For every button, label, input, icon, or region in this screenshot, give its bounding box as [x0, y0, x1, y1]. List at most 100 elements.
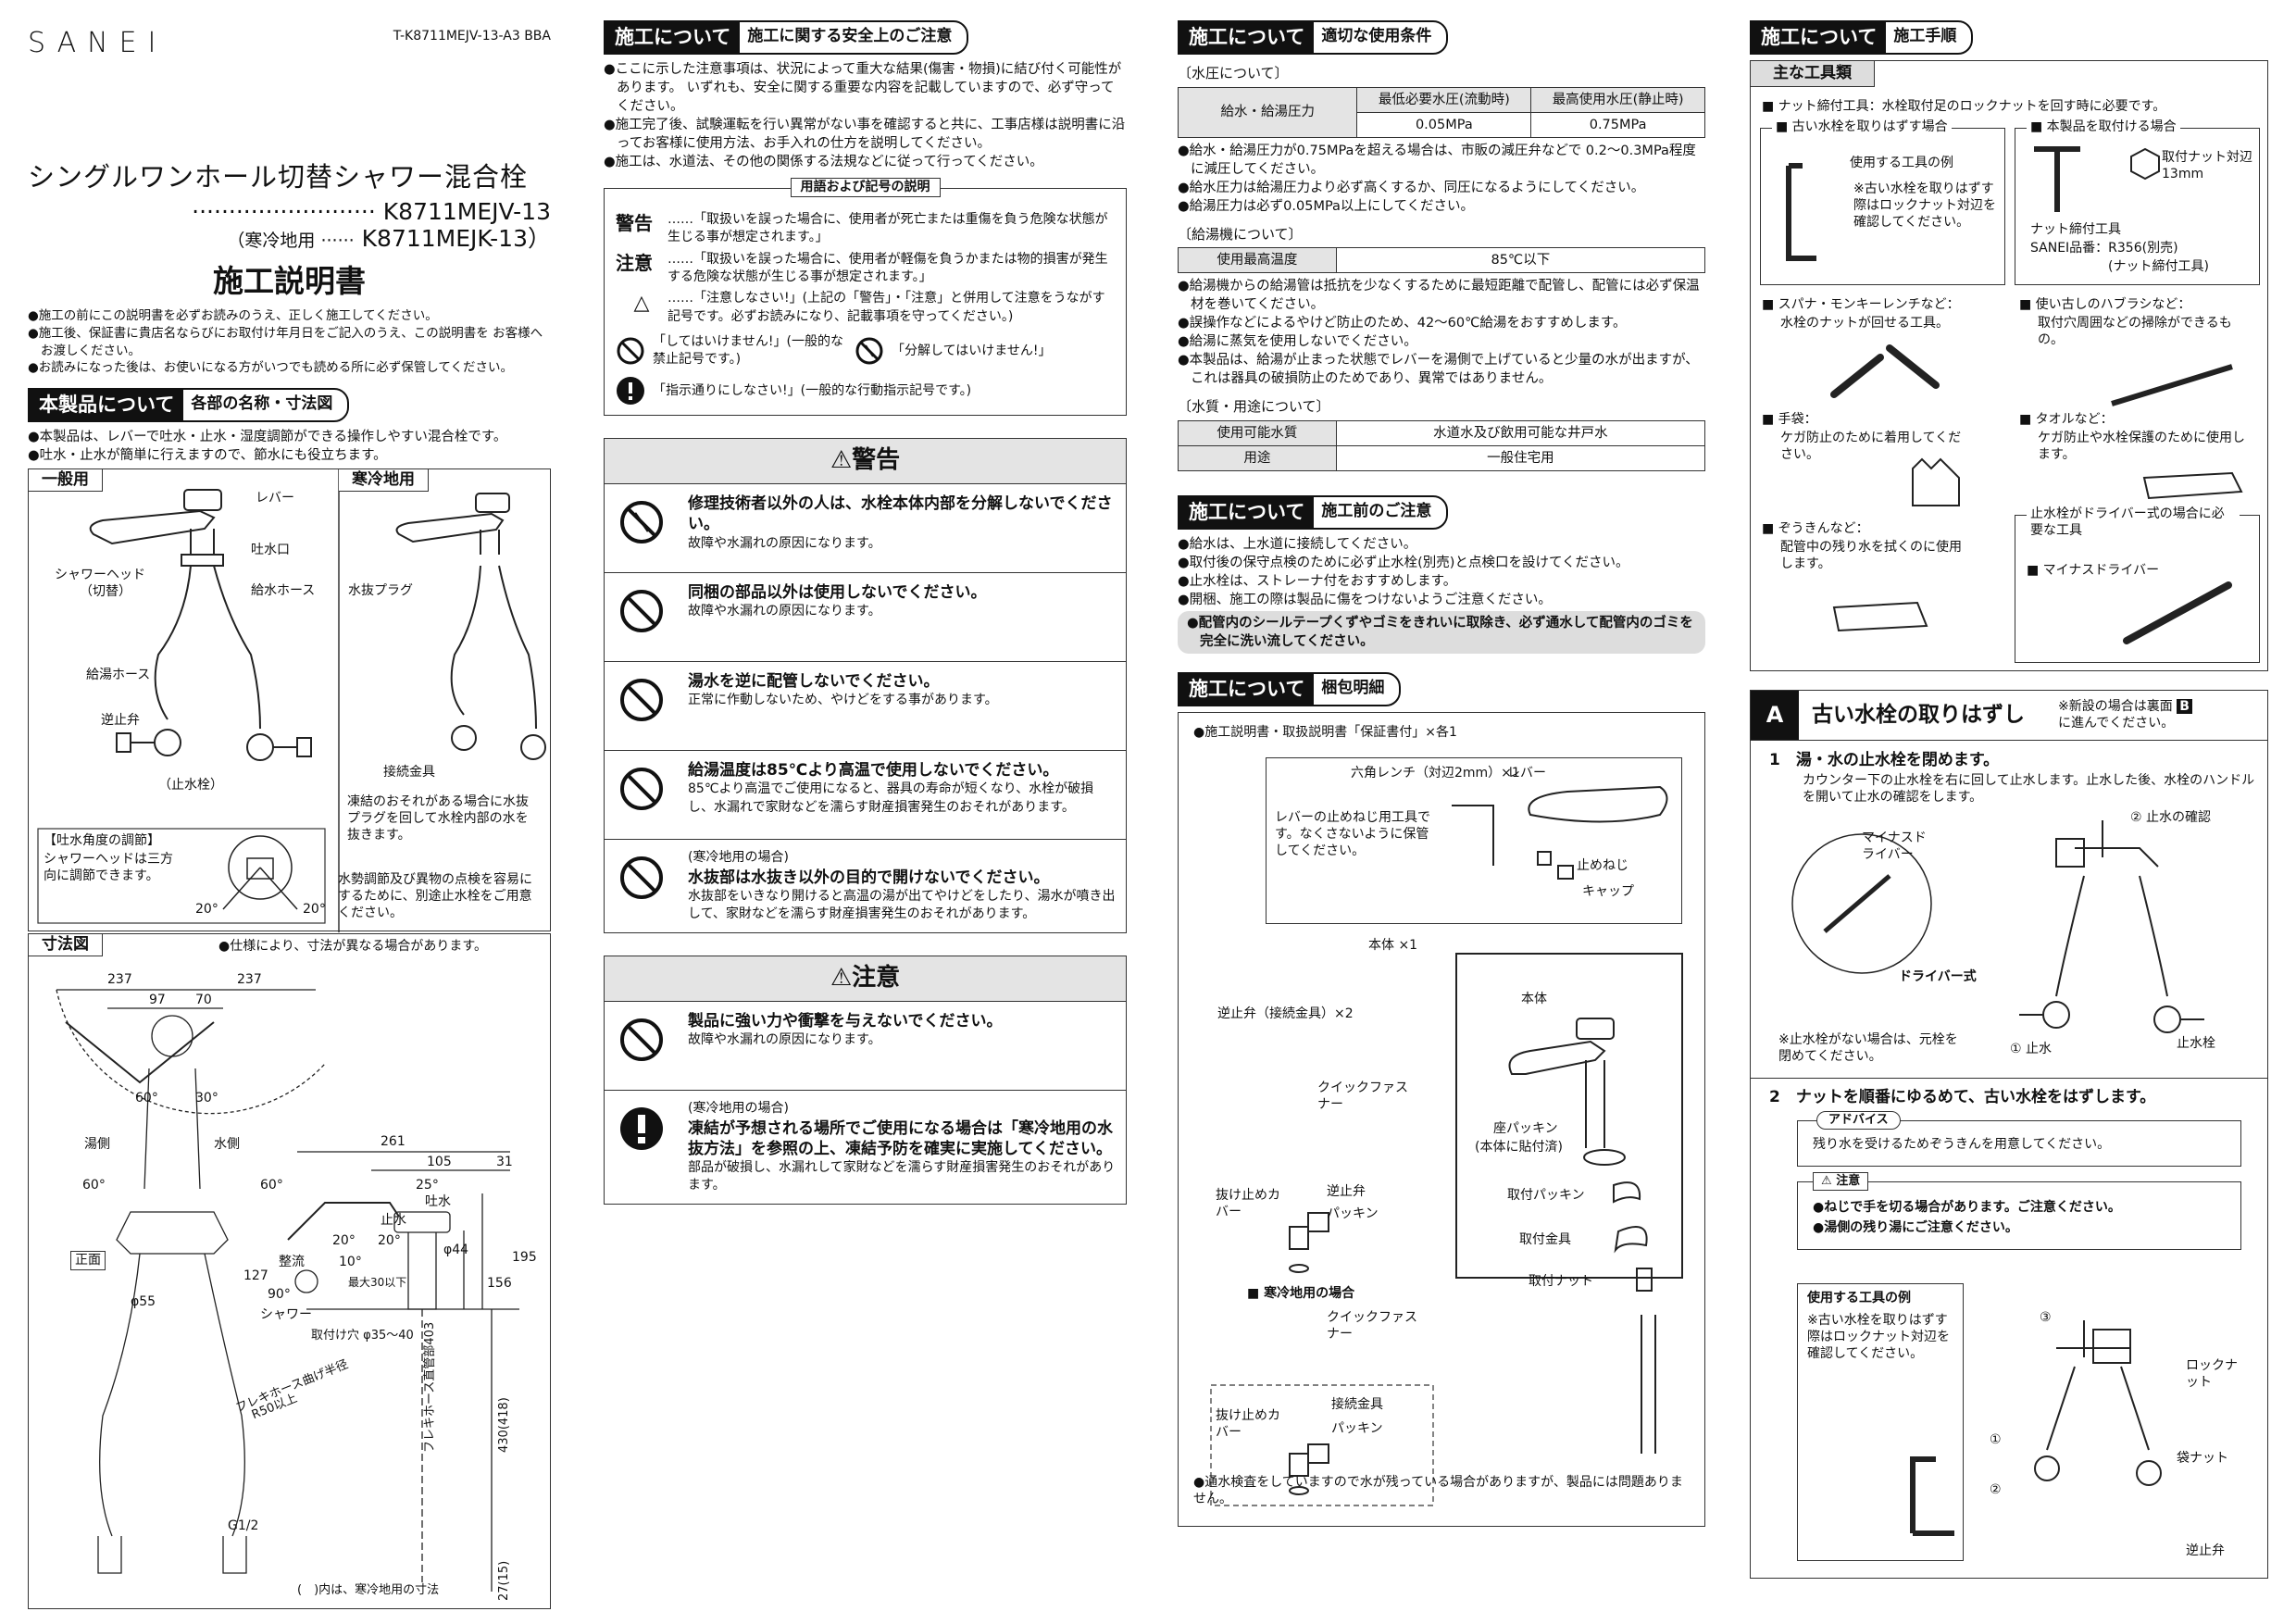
packing-bottom-note: ●通水検査をしていますので水が残っている場合がありますが、製品には問題ありません… — [1193, 1474, 1683, 1507]
legend-symbols-row: 「してはいけません!」(一般的な禁止記号です。) 「分解してはいけません!」 — [616, 333, 1115, 369]
no-stop-valve-note: ※止水栓がない場合は、元栓を閉めてください。 — [1778, 1031, 1958, 1065]
section-procedure-head: 施工について施工手順 — [1750, 20, 1974, 55]
quality-subtitle: 〔水質・用途について〕 — [1178, 398, 1330, 416]
warning-item: 同梱の部品以外は使用しないでください。故障や水漏れの原因になります。 — [604, 573, 1127, 663]
angle-60b: 60° — [82, 1177, 106, 1193]
dim-127: 127 — [243, 1268, 268, 1283]
label-stop-water: ① 止水 — [2010, 1041, 2053, 1056]
legend-attention: △ ……「注意しなさい!」(上記の「警告」・「注意」と併用して注意をうながす記号… — [616, 290, 1115, 326]
num-3: ③ — [2040, 1309, 2052, 1325]
packing-box: ●施工説明書・取扱説明書「保証書付」×各1 — [1178, 711, 1705, 1527]
column-procedure: 施工について施工手順 主な工具類 ■ ナット締付工具：水栓取付足のロックナットを… — [1750, 20, 2268, 1579]
packing-label: パッキン — [1327, 1206, 1379, 1221]
legend-mandatory-row: 「指示通りにしなさい!」(一般的な行動指示記号です。) — [616, 376, 1115, 406]
label-lock-nut: ロックナット — [2186, 1357, 2238, 1391]
num-2: ② — [1990, 1481, 2002, 1497]
section-safety-head: 施工について施工に関する安全上のご注意 — [604, 20, 969, 55]
tool-spanner: ■ スパナ・モンキーレンチなど： — [1762, 296, 1960, 312]
heater-bullet: 給湯機からの給湯管は抵抗を少なくするために最短距離で配管し、配管には必ず保温材を… — [1178, 277, 1705, 314]
towel-icon — [2142, 471, 2243, 500]
intro-bullet: 施工の前にこの説明書を必ずお読みのうえ、正しく施工してください。 — [28, 307, 551, 325]
header-row: SANEI T-K8711MEJV-13-A3 BBA — [28, 20, 551, 62]
nut-tool-icon — [2034, 145, 2160, 212]
tool-cloth-sub: 配管中の残り水を拭くのに使用します。 — [1780, 539, 1962, 572]
label-max30: 最大30以下 — [348, 1275, 407, 1289]
step-1: 1 湯・水の止水栓を閉めます。 — [1769, 750, 2000, 769]
no-disassemble-icon — [855, 337, 883, 365]
precaution-bullet: 止水栓は、ストレーナ付をおすすめします。 — [1178, 572, 1705, 591]
caution-box: ⚠ 注意 ●ねじで手を切る場合があります。ご注意ください。 ●湯側の残り湯にご注… — [1797, 1171, 2241, 1250]
tab-general: 一般用 — [29, 468, 103, 493]
nut-wrench-icon — [1786, 162, 1816, 261]
label-shower-head: シャワーヘッド — [55, 567, 145, 582]
packing-drawing — [1210, 785, 1683, 1506]
spanner-icon — [1830, 344, 1940, 398]
check-valve-label: 逆止弁 — [1327, 1183, 1366, 1199]
brush-icon — [2111, 364, 2233, 406]
label-check-valve-2: 逆止弁 — [2186, 1543, 2225, 1558]
caution-triangle-icon: ⚠ — [830, 964, 853, 993]
warning-block: ⚠警告 修理技術者以外の人は、水栓本体内部を分解しないでください。故障や水漏れの… — [604, 438, 1127, 934]
quick-fastener-cold: クイックファスナー — [1327, 1309, 1417, 1343]
angle-left: 20° — [195, 901, 218, 917]
pressure-bullet: 給水圧力は給湯圧力より必ず高くするか、同圧になるようにしてください。 — [1178, 179, 1705, 197]
tool-gloves: ■ 手袋： — [1762, 411, 1817, 427]
angle-text: シャワーヘッドは三方向に調節できます。 — [44, 851, 173, 884]
mount-bracket: 取付金具 — [1519, 1231, 1571, 1247]
dim-237a: 237 — [107, 971, 132, 987]
step-2: 2 ナットを順番にゆるめて、古い水栓をはずします。 — [1769, 1087, 2156, 1106]
angle-90: 90° — [268, 1286, 291, 1302]
product-name: シングルワンホール切替シャワー混合栓 — [28, 161, 529, 194]
advice-box: アドバイス 残り水を受けるためぞうきんを用意してください。 — [1797, 1110, 2241, 1167]
prohibit-icon — [620, 856, 663, 900]
dimension-drawing — [56, 989, 519, 1592]
warning-triangle-icon: ⚠ — [830, 446, 853, 475]
label-hot-hose: 給湯ホース — [86, 667, 151, 682]
driver-box: 止水栓がドライバー式の場合に必要な工具 ■ マイナスドライバー — [2015, 505, 2260, 663]
tools-title: 主な工具類 — [1751, 60, 1875, 88]
safety-bullet: 施工は、水道法、その他の関係する法規などに従って行ってください。 — [604, 153, 1127, 171]
label-stop-confirm: ② 止水の確認 — [2130, 809, 2212, 825]
tools-box: 主な工具類 ■ ナット締付工具：水栓取付足のロックナットを回す時に必要です。 ■… — [1750, 59, 2268, 671]
precaution-bullet: 開梱、施工の際は製品に傷をつけないようご注意ください。 — [1178, 591, 1705, 609]
dim-70: 70 — [195, 992, 212, 1007]
pullout-cover: 抜け止めカバー — [1216, 1187, 1280, 1220]
dim-27: 27(15) — [497, 1560, 511, 1601]
prohibit-icon — [620, 679, 663, 722]
hex-wrench: 六角レンチ（対辺2mm）×1 — [1351, 765, 1520, 781]
label-stop-valve: （止水栓） — [158, 777, 223, 793]
dim-phi55: φ55 — [131, 1293, 156, 1309]
angle-60a: 60° — [135, 1090, 158, 1106]
section-conditions-head: 施工について適切な使用条件 — [1178, 20, 1449, 55]
heater-subtitle: 〔給湯機について〕 — [1178, 225, 1303, 243]
mount-nut: 取付ナット — [1529, 1273, 1593, 1289]
cap: キャップ — [1582, 883, 1634, 899]
model-block: ························· K8711MEJV-13 （… — [28, 199, 551, 253]
quick-fastener: クイックファスナー — [1317, 1080, 1408, 1113]
label-water-side: 水側 — [214, 1136, 240, 1152]
dim-31: 31 — [496, 1154, 513, 1169]
label-driver-type: ドライバー式 — [1899, 968, 1977, 984]
angle-20a: 20° — [332, 1232, 356, 1248]
step-a-title: 古い水栓の取りはずし — [1812, 702, 2025, 727]
pressure-subtitle: 〔水圧について〕 — [1178, 64, 1289, 81]
old-faucet-tools: ■ 古い水栓を取りはずす場合 使用する工具の例 ※古い水栓を取りはずす際はロック… — [1760, 118, 2005, 285]
section-packing-head: 施工について梱包明細 — [1178, 672, 1402, 706]
caution-triangle-icon: ⚠ — [1821, 1173, 1837, 1188]
cloth-icon — [1832, 601, 1928, 632]
cold-note: 凍結のおそれがある場合に水抜プラグを回して水栓内部の水を抜きます。 — [347, 793, 529, 843]
fitting-cold: 接続金具 — [1331, 1396, 1383, 1412]
tool-brush-sub: 取付穴周囲などの掃除ができるもの。 — [2038, 315, 2232, 348]
accessory-box — [1266, 756, 1682, 924]
label-shower-head-sub: （切替） — [80, 583, 131, 599]
tool-towel: ■ タオルなど： — [2019, 411, 2114, 427]
tab-cold: 寒冷地用 — [339, 468, 429, 493]
label-g12: G1/2 — [228, 1518, 259, 1533]
step-a-letter: A — [1751, 690, 1799, 740]
label-hot-side: 湯側 — [84, 1136, 110, 1152]
precaution-highlight: 配管内のシールテープくずやゴミをきれいに取除き、必ず通水して配管内のゴミを完全に… — [1178, 611, 1705, 654]
mount-packing: 取付パッキン — [1507, 1187, 1585, 1203]
screwdriver-icon — [2123, 581, 2232, 644]
label-check-valve: 逆止弁 — [101, 712, 140, 728]
